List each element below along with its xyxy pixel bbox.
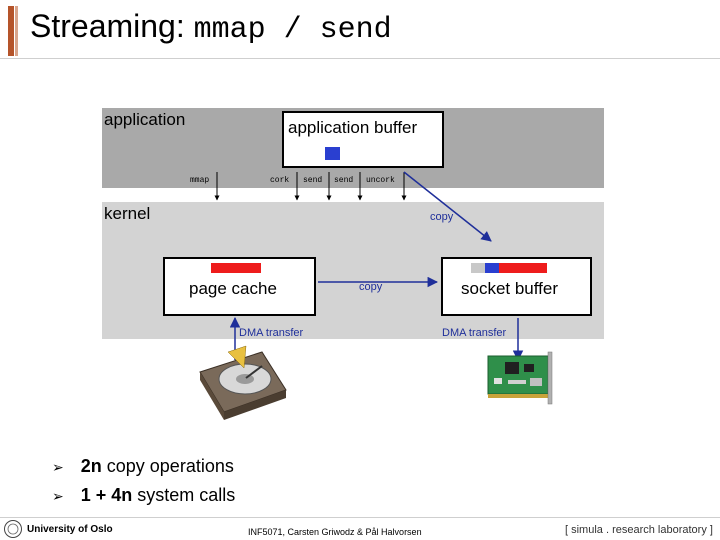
slide-title: Streaming: mmap / send	[30, 8, 392, 47]
application-label: application	[104, 110, 186, 129]
syscall-uncork: uncork	[366, 176, 395, 185]
socket-buffer-grey-block	[471, 263, 485, 273]
copy-label-middle: copy	[359, 281, 383, 293]
copy-arrow-to-socket	[403, 171, 492, 242]
footer-course: INF5071, Carsten Griwodz & Pål Halvorsen	[248, 527, 422, 537]
syscall-send-1: send	[303, 176, 323, 185]
page-cache-box: page cache	[163, 257, 316, 316]
title-prefix: Streaming:	[30, 8, 185, 44]
footer-divider	[0, 517, 720, 518]
dma-transfer-label-left: DMA transfer	[239, 327, 304, 339]
bullet-arrow-icon: ➢	[52, 459, 64, 475]
socket-buffer-blue-block	[485, 263, 499, 273]
bullet-arrow-icon: ➢	[52, 488, 64, 504]
syscall-cork: cork	[270, 176, 290, 185]
page-cache-block	[211, 263, 261, 273]
syscall-send-2: send	[334, 176, 354, 185]
bullet-2-text: system calls	[132, 485, 236, 505]
page-cache-label: page cache	[189, 279, 277, 298]
socket-buffer-box: socket buffer	[441, 257, 592, 316]
bullet-2-bold: 1 + 4n	[80, 485, 133, 505]
hard-disk-icon	[199, 345, 287, 420]
copy-label-upper: copy	[430, 211, 454, 223]
kernel-label: kernel	[104, 204, 151, 223]
syscall-ticks	[214, 172, 407, 201]
footer-lab: [ simula . research laboratory ]	[565, 524, 713, 536]
university-seal-icon	[4, 520, 22, 538]
title-mono: mmap / send	[193, 13, 392, 47]
socket-buffer-label: socket buffer	[461, 279, 559, 298]
network-card-icon	[487, 351, 553, 405]
application-buffer-box: application buffer	[282, 111, 444, 168]
application-buffer-label: application buffer	[288, 118, 418, 137]
dma-transfer-label-right: DMA transfer	[442, 327, 507, 339]
footer-university: University of Oslo	[27, 524, 113, 535]
title-accent-bar-light	[15, 6, 18, 56]
bullet-1-text: copy operations	[101, 456, 234, 476]
bullet-system-calls: ➢ 1 + 4n system calls	[52, 485, 235, 506]
bullet-1-bold: 2n	[80, 456, 102, 476]
bullet-copy-operations: ➢ 2n copy operations	[52, 456, 234, 477]
application-buffer-block	[325, 147, 340, 160]
socket-buffer-red-block	[499, 263, 547, 273]
syscall-mmap: mmap	[190, 176, 210, 185]
title-accent-bar	[8, 6, 14, 56]
title-divider	[0, 58, 720, 59]
